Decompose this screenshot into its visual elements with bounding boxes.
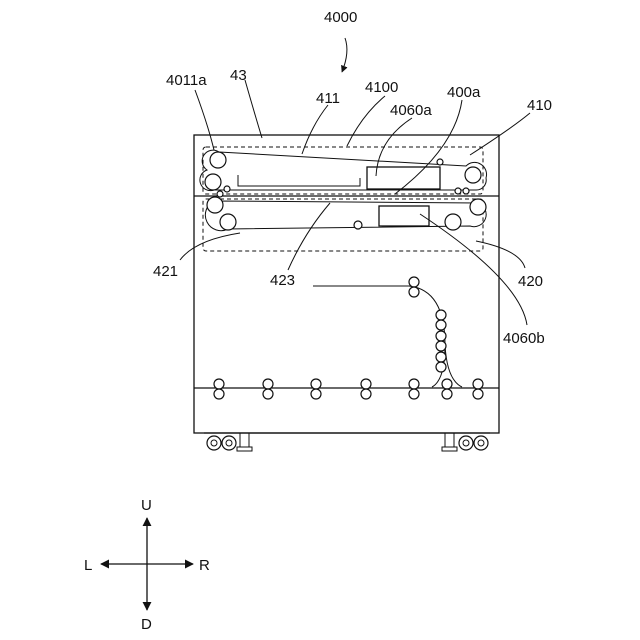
label-belt-left: 4011a — [166, 72, 207, 89]
label-region-a: 400a — [447, 84, 481, 101]
label-upper-belt: 411 — [316, 90, 340, 107]
direction-left-label: L — [84, 557, 92, 574]
sensor-4060a-box — [367, 167, 440, 189]
label-lower-belt: 421 — [153, 263, 178, 280]
label-upper-unit: 410 — [527, 97, 552, 114]
casters — [204, 433, 490, 451]
direction-right-label: R — [199, 557, 210, 574]
label-sheet-unit: 4100 — [365, 79, 398, 96]
direction-down-label: D — [141, 616, 152, 633]
upper-belt — [200, 150, 487, 197]
roller-pairs — [214, 277, 483, 399]
label-apparatus: 4000 — [324, 9, 357, 26]
label-lower-unit: 420 — [518, 273, 543, 290]
label-sensor-b: 4060b — [503, 330, 545, 347]
lower-unit-boundary — [203, 199, 483, 251]
direction-up-label: U — [141, 497, 152, 514]
label-housing: 43 — [230, 67, 247, 84]
label-sensor-a: 4060a — [390, 102, 432, 119]
label-lower-path: 423 — [270, 272, 295, 289]
lower-belt — [205, 197, 486, 231]
sheet-conveyance-path — [194, 286, 499, 388]
sheet-tray — [238, 175, 360, 186]
direction-compass — [101, 518, 193, 610]
upper-unit-boundary — [203, 147, 483, 194]
sensor-4060b-box — [379, 206, 429, 226]
